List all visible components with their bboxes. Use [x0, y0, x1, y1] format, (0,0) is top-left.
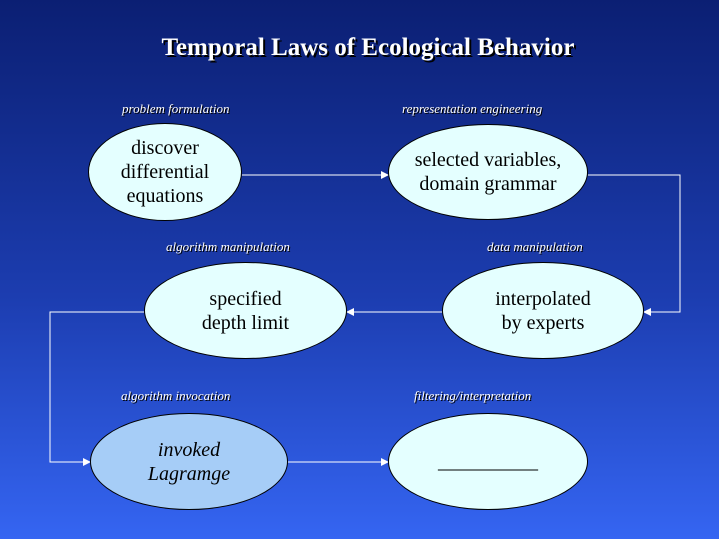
node-line: discover	[131, 137, 199, 159]
node-filtering-interpretation: __________	[388, 413, 588, 510]
node-representation-engineering: selected variables, domain grammar	[388, 124, 588, 220]
stage-label-representation-engineering: representation engineering	[402, 101, 543, 116]
node-line: equations	[126, 185, 204, 207]
node-data-manipulation: interpolated by experts	[442, 262, 644, 359]
stage-label-filtering-interpretation: filtering/interpretation	[414, 388, 532, 403]
stage-label-algorithm-invocation: algorithm invocation	[121, 388, 231, 403]
node-line: differential	[120, 161, 210, 183]
node-algorithm-invocation: invoked Lagramge	[90, 413, 288, 510]
node-line: specified	[209, 287, 282, 310]
node-line: Lagramge	[147, 462, 231, 485]
node-problem-formulation: discover differential equations	[88, 123, 242, 221]
stage-label-algorithm-manipulation: algorithm manipulation	[166, 239, 290, 254]
node-line: depth limit	[201, 311, 290, 334]
arrow-manipulation-to-invocation	[49, 311, 144, 466]
node-line: interpolated	[495, 287, 591, 310]
node-line: selected variables,	[414, 149, 562, 171]
node-line: invoked	[157, 438, 221, 461]
stage-label-problem-formulation: problem formulation	[122, 101, 230, 116]
node-algorithm-manipulation: specified depth limit	[144, 262, 347, 359]
node-line: domain grammar	[419, 173, 557, 195]
arrow-representation-to-data	[588, 174, 681, 316]
page-title: Temporal Laws of Ecological Behavior	[161, 34, 575, 61]
node-blank-line: __________	[438, 450, 538, 473]
node-line: by experts	[501, 311, 585, 334]
stage-label-data-manipulation: data manipulation	[487, 239, 583, 254]
